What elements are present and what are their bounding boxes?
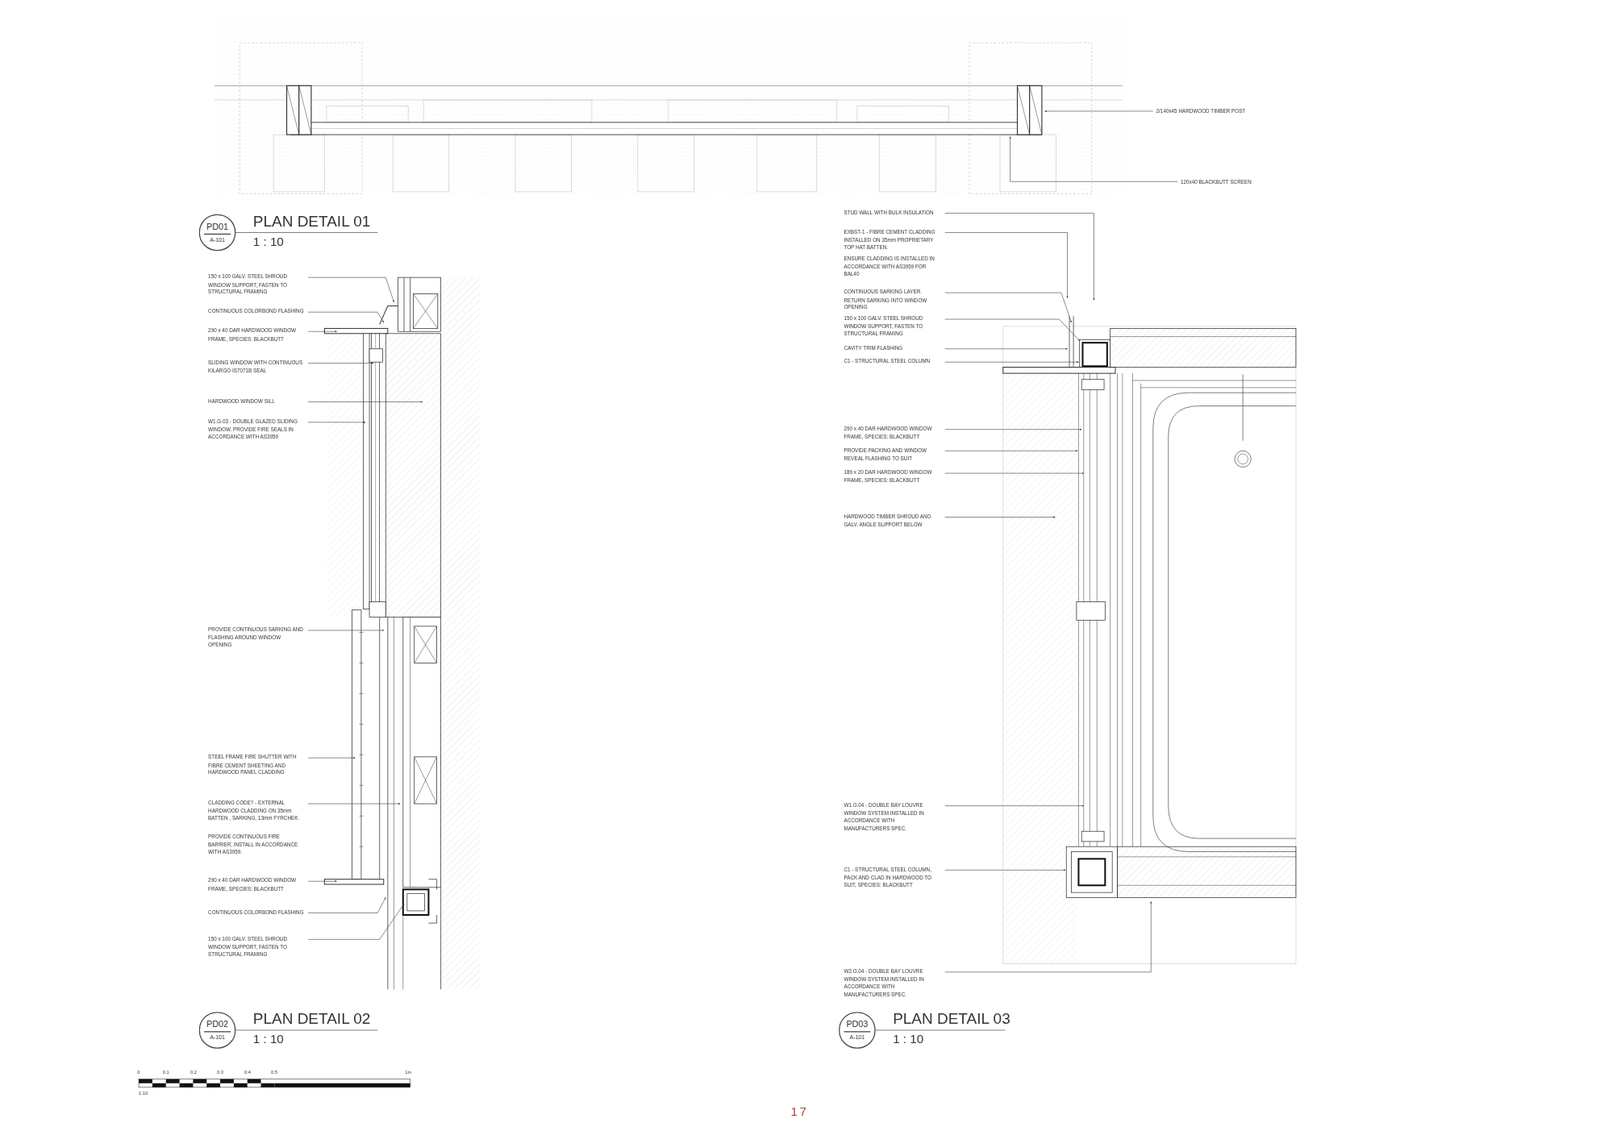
callout-note: PROVIDE PACKING AND WINDOW REVEAL FLASHI…	[843, 446, 942, 463]
title-rule	[234, 232, 1005, 1030]
callout-note: W1.G.03 - DOUBLE GLAZED SLIDING WINDOW. …	[208, 418, 305, 442]
scale-tick: 0	[137, 1070, 140, 1077]
detail-scale: 1 : 10	[892, 1033, 924, 1047]
detail-tag: PD02A-101	[199, 1012, 236, 1050]
leader-line	[945, 473, 1084, 475]
sheet-reference: A-101	[208, 1033, 228, 1042]
leader-line	[945, 516, 1056, 518]
leader-line	[945, 348, 1068, 350]
leader-line	[1010, 137, 1179, 183]
detail-number: PD03	[844, 1020, 871, 1034]
leader-line	[308, 804, 400, 805]
callout-note: STUD WALL WITH BULK INSULATION	[843, 209, 942, 218]
detail-number: PD01	[204, 222, 231, 236]
callout-note: CONTINUOUS COLORBOND FLASHING	[208, 308, 305, 317]
leader-line	[308, 629, 384, 631]
leader-line	[308, 897, 386, 913]
leader-line	[945, 902, 1152, 973]
callout-note: HARDWOOD WINDOW SILL	[208, 398, 305, 407]
leader-line	[308, 362, 374, 364]
scale-tick: 0.1	[162, 1070, 170, 1077]
callout-note: 189 x 20 DAR HARDWOOD WINDOW FRAME, SPEC…	[843, 469, 942, 485]
detail-scale: 1 : 10	[253, 1033, 284, 1047]
callout-note: 2/140x45 HARDWOOD TIMBER POST	[1156, 107, 1246, 115]
callout-note: C1 - STRUCTURAL STEEL COLUMN	[843, 358, 942, 367]
scale-ratio: 1:10	[138, 1091, 148, 1098]
detail-number: PD02	[204, 1020, 231, 1034]
detail-scale: 1 : 10	[253, 235, 284, 249]
callout-note: HARDWOOD TIMBER SHROUD AND GALV. ANGLE S…	[843, 513, 942, 530]
sheet-reference: A-101	[208, 234, 228, 243]
detail-title: PLAN DETAIL 02	[253, 1011, 371, 1027]
leader-line	[308, 758, 355, 759]
detail-tag: PD03A-101	[839, 1012, 876, 1050]
leader-line	[945, 429, 1083, 430]
leader-line	[945, 212, 1095, 300]
callout-note: 150 x 100 GALV. STEEL SHROUD WINDOW SUPP…	[208, 273, 305, 297]
callout-note: 150 x 100 GALV. STEEL SHROUD WINDOW SUPP…	[208, 936, 305, 960]
leader-line	[1045, 110, 1154, 112]
leader-line	[308, 401, 423, 403]
detail-title: PLAN DETAIL 01	[253, 212, 371, 229]
leader-line	[308, 277, 394, 302]
callout-note: CONTINUOUS COLORBOND FLASHING	[208, 909, 305, 918]
leader-line	[308, 331, 337, 333]
callout-note: CAVITY TRIM FLASHING	[843, 345, 942, 354]
plan-detail-03	[1003, 316, 1296, 964]
scale-tick: 0.5	[270, 1070, 278, 1077]
callout-note: CLADDING CODE? - EXTERNAL HARDWOOD CLADD…	[208, 800, 305, 824]
callout-note: CONTINUOUS SARKING LAYER. RETURN SARKING…	[843, 288, 942, 313]
leader-line	[308, 881, 337, 883]
callout-note: STEEL FRAME FIRE SHUTTER WITH FIBRE CEME…	[208, 754, 305, 778]
callout-note: W2.G.04 - DOUBLE BAY LOUVRE WINDOW SYSTE…	[843, 968, 942, 1000]
sheet-reference: A-101	[847, 1033, 867, 1042]
leader-line	[945, 362, 1080, 363]
callout-note: PROVIDE CONTINUOUS SARKING AND FLASHING …	[208, 626, 305, 650]
leader-line	[945, 870, 1066, 871]
leader-line	[945, 292, 1072, 323]
callout-note: C1 - STRUCTURAL STEEL COLUMN, PACK AND C…	[843, 866, 942, 890]
detail-title: PLAN DETAIL 03	[892, 1011, 1011, 1027]
callout-note: SLIDING WINDOW WITH CONTINUOUS KILARGO I…	[208, 359, 305, 375]
callout-note: EXBST-1 - FIBRE CEMENT CLADDING INSTALLE…	[843, 229, 942, 253]
plan-detail-02	[324, 277, 480, 990]
callout-note: 290 x 40 DAR HARDWOOD WINDOW FRAME, SPEC…	[208, 877, 305, 893]
page-number: 17	[791, 1104, 809, 1120]
leader-line	[308, 904, 405, 940]
leader-line	[945, 319, 1080, 342]
callout-note: 290 x 40 DAR HARDWOOD WINDOW FRAME, SPEC…	[843, 425, 942, 442]
detail-tag: PD01A-101	[199, 214, 236, 251]
scale-tick: 0.2	[190, 1070, 197, 1077]
leader-line	[945, 450, 1078, 452]
callout-note: W1.G.04 - DOUBLE BAY LOUVRE WINDOW SYSTE…	[843, 802, 942, 834]
scale-bar	[138, 1079, 411, 1088]
plan-detail-01	[214, 15, 1128, 194]
leader-line	[308, 312, 384, 323]
leader-line	[945, 805, 1084, 807]
leader-line	[945, 232, 1068, 298]
scale-tick: 0.4	[244, 1070, 251, 1077]
callout-note: ENSURE CLADDING IS INSTALLED IN ACCORDAN…	[843, 255, 942, 280]
scale-tick: 0.3	[216, 1070, 224, 1077]
callout-note: 290 x 40 DAR HARDWOOD WINDOW FRAME, SPEC…	[208, 327, 305, 343]
callout-note: 150 x 100 GALV. STEEL SHROUD WINDOW SUPP…	[843, 315, 942, 339]
leader-line	[308, 421, 366, 423]
callout-note: 120x40 BLACKBUTT SCREEN	[1180, 178, 1252, 186]
scale-tick: 1m	[404, 1070, 412, 1077]
callout-note: PROVIDE CONTINUOUS FIRE BARRIER, INSTALL…	[208, 833, 305, 858]
